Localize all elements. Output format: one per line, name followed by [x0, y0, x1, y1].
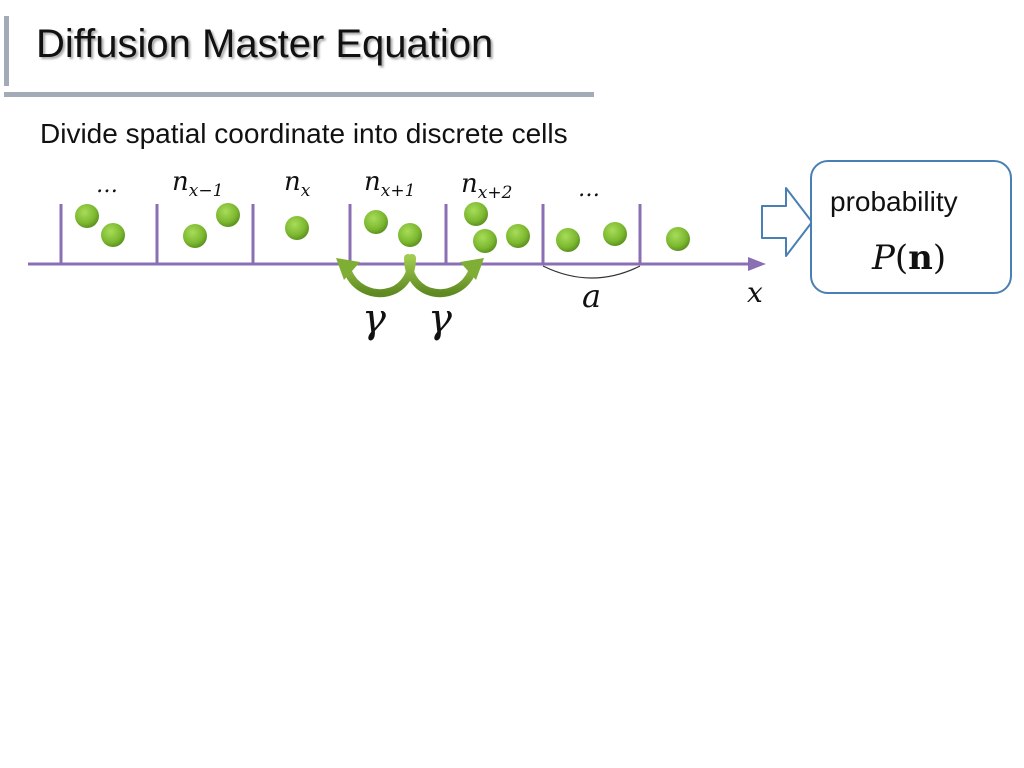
slide-subtitle: Divide spatial coordinate into discrete …: [40, 118, 568, 149]
particle: [666, 227, 690, 251]
axis-label-x: x: [747, 276, 763, 309]
cell-width-brace: [542, 265, 641, 279]
ellipsis-left: …: [96, 173, 118, 198]
cell-label-n-x-plus-1: nx+1: [364, 167, 415, 201]
particle: [364, 210, 388, 234]
cell-label-symbol: n: [172, 167, 189, 197]
cell-label-n-x-plus-2: nx+2: [461, 169, 512, 203]
cell-label-symbol: n: [284, 167, 301, 197]
cell-label-symbol: n: [461, 169, 478, 199]
particle: [75, 204, 99, 228]
probability-symbol: P: [872, 238, 895, 278]
title-bar: [4, 16, 594, 97]
cell-label-n-x: nx: [284, 167, 311, 201]
title-accent-vertical: [4, 16, 9, 86]
cell-label-n-x-minus-1: nx−1: [172, 167, 223, 201]
particle: [398, 223, 422, 247]
rate-label-gamma-right: γ: [428, 296, 452, 342]
open-paren: (: [894, 238, 909, 278]
block-arrow-icon: [761, 187, 813, 257]
particle: [216, 203, 240, 227]
particle: [556, 228, 580, 252]
probability-label: probability: [830, 186, 958, 217]
cell-label-subscript: x: [301, 181, 311, 201]
particle: [506, 224, 530, 248]
particle: [603, 222, 627, 246]
particle: [285, 216, 309, 240]
title-accent-horizontal: [4, 92, 594, 97]
ellipsis-right: …: [578, 177, 600, 202]
state-vector-symbol: n: [908, 238, 933, 278]
cell-label-symbol: n: [364, 167, 381, 197]
slide-title: Diffusion Master Equation: [36, 22, 494, 66]
particle: [183, 224, 207, 248]
hop-arrow-right: [404, 254, 484, 298]
particle: [101, 223, 125, 247]
particle: [464, 202, 488, 226]
x-axis-arrowhead: [748, 257, 766, 271]
cell-label-subscript: x−1: [189, 181, 224, 201]
cell-width-label: a: [582, 277, 601, 315]
rate-label-gamma-left: γ: [362, 296, 386, 342]
cell-label-subscript: x+2: [478, 183, 513, 203]
close-paren: ): [932, 238, 947, 278]
particles: [75, 202, 690, 253]
particle: [473, 229, 497, 253]
cell-label-subscript: x+1: [381, 181, 416, 201]
probability-box: probability P(n): [810, 160, 1012, 294]
probability-formula: P(n): [872, 238, 946, 278]
